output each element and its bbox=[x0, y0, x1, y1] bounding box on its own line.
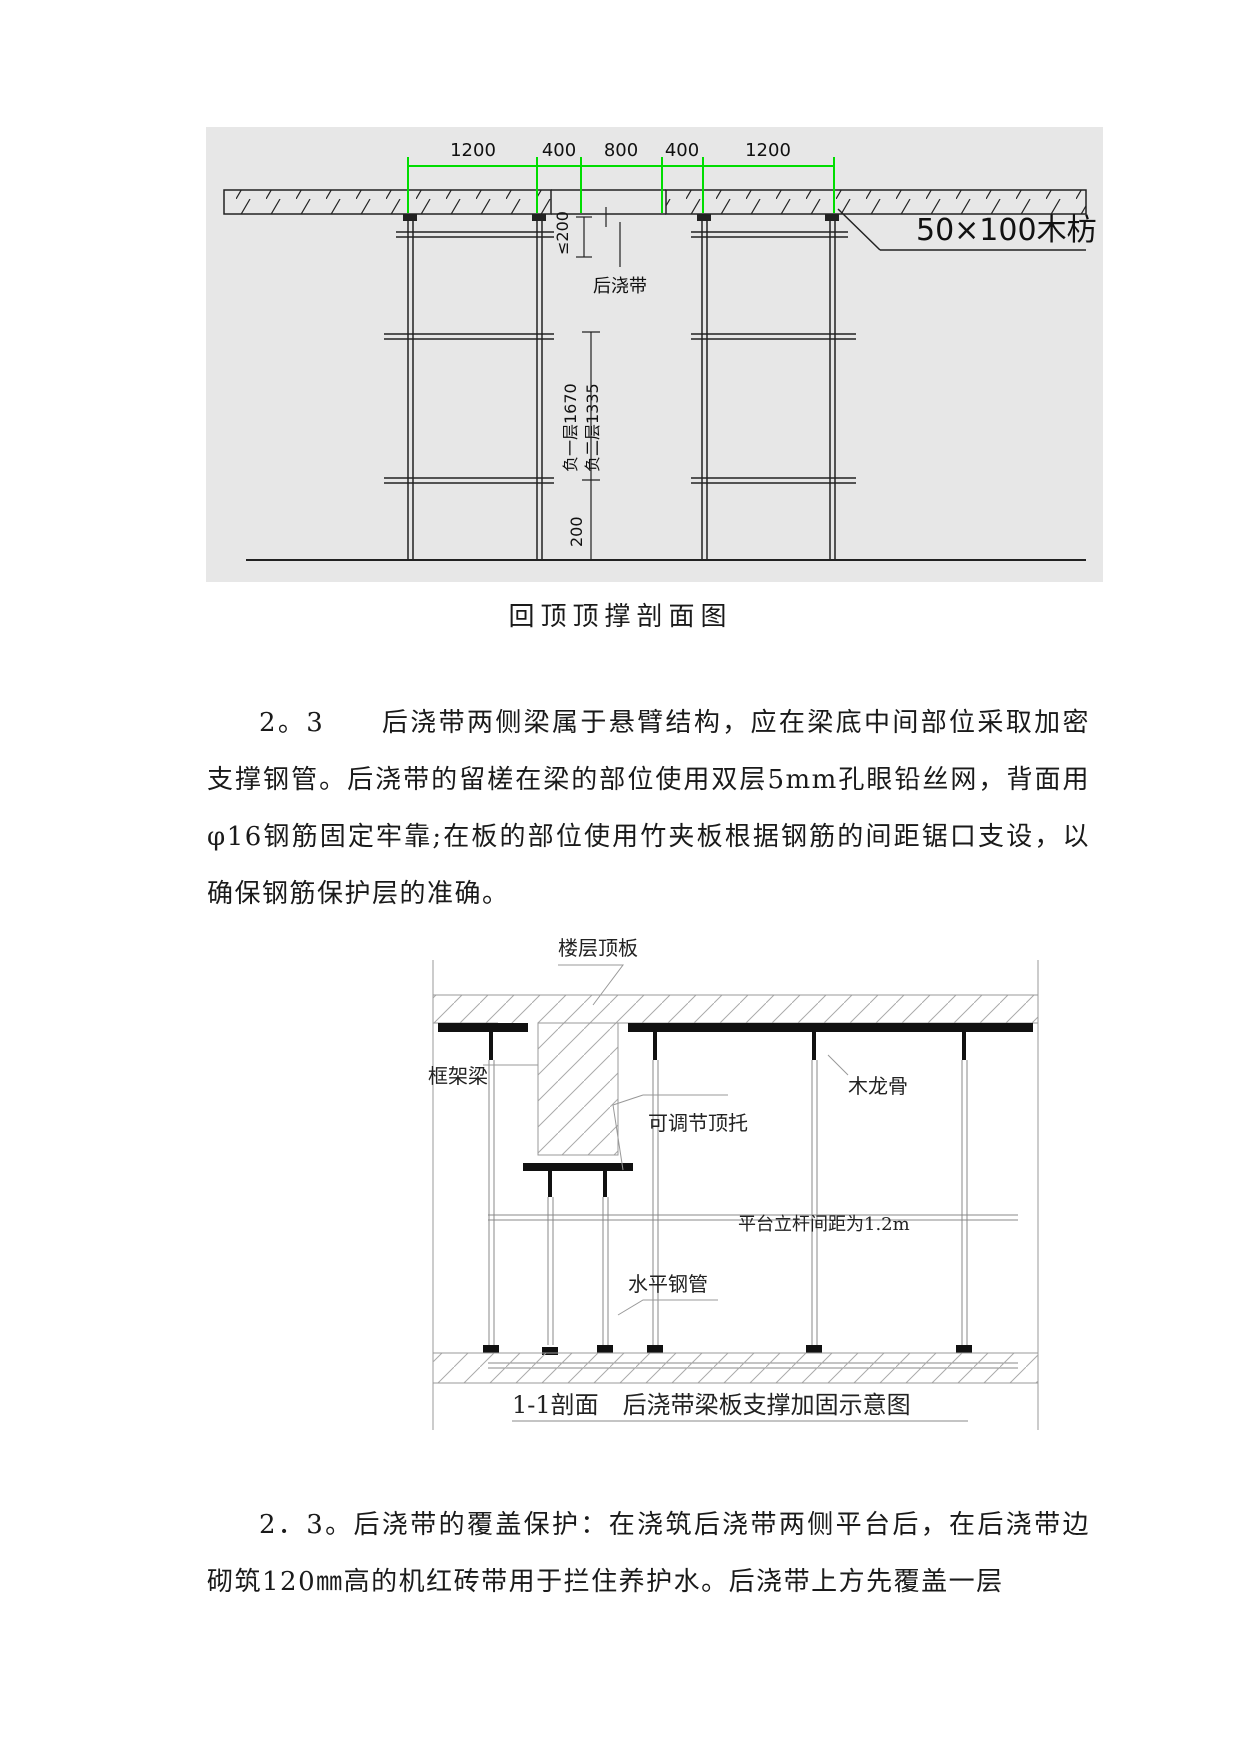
wood-joists bbox=[438, 1023, 1033, 1171]
frame-beam bbox=[537, 1022, 619, 1156]
timber-callout-label: 50×100木枋 bbox=[916, 213, 1097, 248]
concrete-slab bbox=[223, 189, 1087, 227]
level-height-label-2: 负二层1335 bbox=[583, 383, 602, 472]
level-height-label-1: 负一层1670 bbox=[561, 383, 580, 472]
adjustable-top-label: 可调节顶托 bbox=[648, 1111, 748, 1135]
post-caps bbox=[403, 214, 839, 221]
horizontal-steel-pipes bbox=[488, 1214, 1018, 1369]
bottom-slab bbox=[433, 1352, 1038, 1384]
paragraph-2-3-support: 2。3 后浇带两侧梁属于悬臂结构，应在梁底中间部位采取加密支撑钢管。后浇带的留槎… bbox=[207, 708, 1090, 909]
frame-beam-label: 框架梁 bbox=[428, 1064, 488, 1088]
floor-slab bbox=[433, 994, 1038, 1024]
dimension-label: 1200 bbox=[745, 140, 791, 161]
dimension-lines bbox=[407, 157, 835, 213]
post-spacing-label: 平台立杆间距为1.2m bbox=[738, 1214, 910, 1235]
section-drawing-support: 1200 400 800 400 1200 ≤200 后浇带 50×100木枋 bbox=[206, 127, 1103, 582]
vertical-height-dimension bbox=[582, 331, 600, 561]
floor-slab-label: 楼层顶板 bbox=[558, 936, 638, 960]
dimension-label: 1200 bbox=[450, 140, 496, 161]
gap-dimension bbox=[576, 216, 592, 258]
dimension-label: 400 bbox=[542, 140, 576, 161]
post-pour-band-label: 后浇带 bbox=[593, 276, 647, 297]
horizontal-pipes bbox=[384, 231, 856, 484]
scaffold-posts bbox=[407, 217, 836, 560]
adjustable-tops bbox=[489, 1032, 966, 1197]
base-height-label: 200 bbox=[567, 516, 586, 547]
wood-joist-label: 木龙骨 bbox=[848, 1074, 908, 1098]
leader-lines bbox=[483, 964, 849, 1316]
dimension-labels: 1200 400 800 400 1200 bbox=[450, 140, 791, 161]
timber-callout-leader bbox=[837, 208, 881, 251]
dimension-label: 400 bbox=[665, 140, 699, 161]
horizontal-pipe-label: 水平钢管 bbox=[628, 1272, 708, 1296]
gap-height-label: ≤200 bbox=[553, 211, 572, 255]
support-posts bbox=[488, 1060, 968, 1345]
paragraph-2-3-cover-protection: 2．3。后浇带的覆盖保护：在浇筑后浇带两侧平台后，在后浇带边砌筑120㎜高的机红… bbox=[207, 1510, 1090, 1597]
base-plates bbox=[483, 1345, 972, 1355]
dimension-label: 800 bbox=[604, 140, 638, 161]
figure2-caption: 1-1剖面 后浇带梁板支撑加固示意图 bbox=[512, 1391, 911, 1419]
figure1-caption: 回顶顶撑剖面图 bbox=[508, 602, 733, 632]
section-1-1-drawing: 楼层顶板 框架梁 木龙骨 可调节顶托 平台立杆间距为1.2m 水平钢管 1-1剖… bbox=[428, 936, 1039, 1430]
